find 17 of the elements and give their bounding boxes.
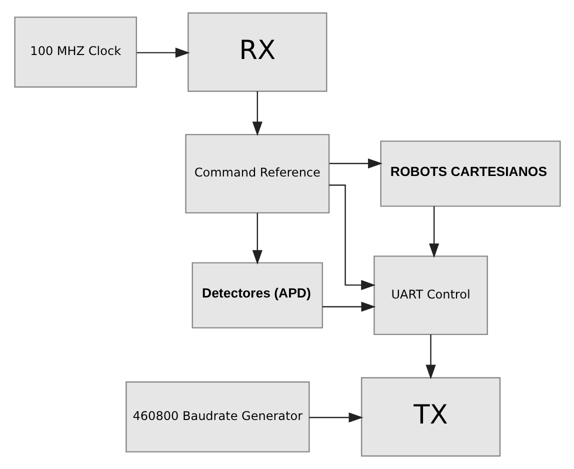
arrow <box>252 91 262 136</box>
node-box: Detectores (APD) <box>191 262 323 328</box>
arrow <box>328 184 376 290</box>
node-box: RX <box>187 12 327 92</box>
arrow <box>252 212 262 265</box>
node-box: Command Reference <box>184 134 330 214</box>
node-box: ROBOTS CARTESIANOS <box>380 140 560 207</box>
node-box: TX <box>360 377 500 457</box>
node-box: UART Control <box>373 256 488 336</box>
arrow <box>425 334 436 380</box>
node-box: 100 MHZ Clock <box>14 16 137 88</box>
arrow <box>329 158 382 169</box>
node-box: 460800 Baudrate Generator <box>125 381 310 452</box>
arrow <box>428 206 439 258</box>
arrow <box>322 302 376 312</box>
arrow <box>136 48 190 58</box>
arrow <box>308 412 363 423</box>
